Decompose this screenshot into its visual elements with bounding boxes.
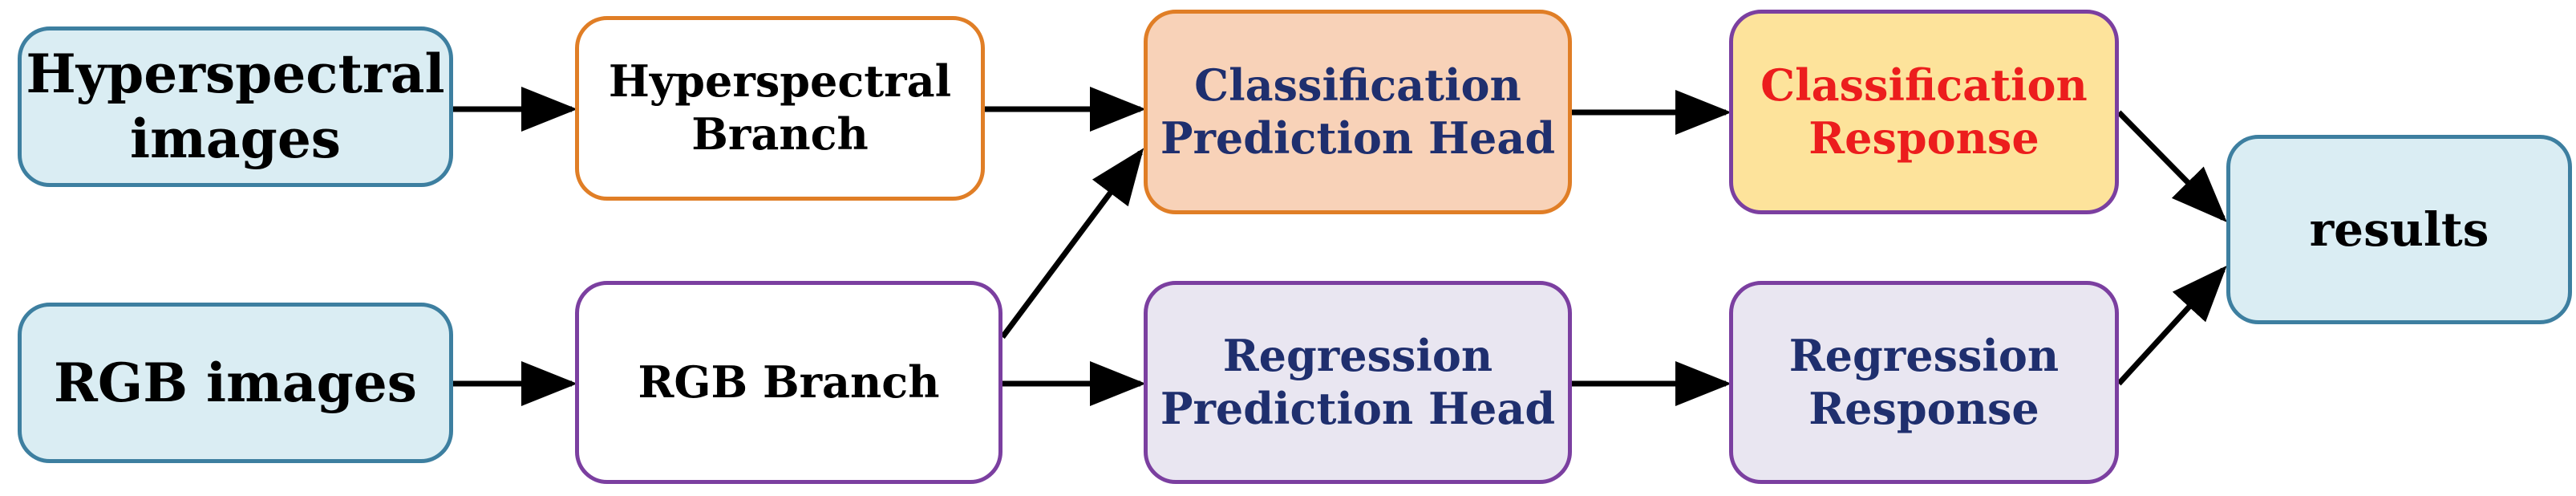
rgb-branch-node: RGB Branch — [575, 281, 1002, 484]
classification-prediction-head-node: Classification Prediction Head — [1144, 10, 1572, 214]
arrow-rgb-branch-to-classification-head — [1000, 148, 1144, 339]
arrow-regression-response-to-results — [2116, 265, 2227, 386]
arrow-classification-response-to-results — [2116, 110, 2227, 222]
classification-response-node: Classification Response — [1729, 10, 2119, 214]
hyperspectral-branch-node: Hyperspectral Branch — [575, 16, 985, 201]
hyperspectral-images-node: Hyperspectral images — [18, 26, 453, 187]
results-node: results — [2226, 135, 2572, 324]
regression-response-node: Regression Response — [1729, 281, 2119, 484]
regression-prediction-head-node: Regression Prediction Head — [1144, 281, 1572, 484]
rgb-images-node: RGB images — [18, 303, 453, 463]
